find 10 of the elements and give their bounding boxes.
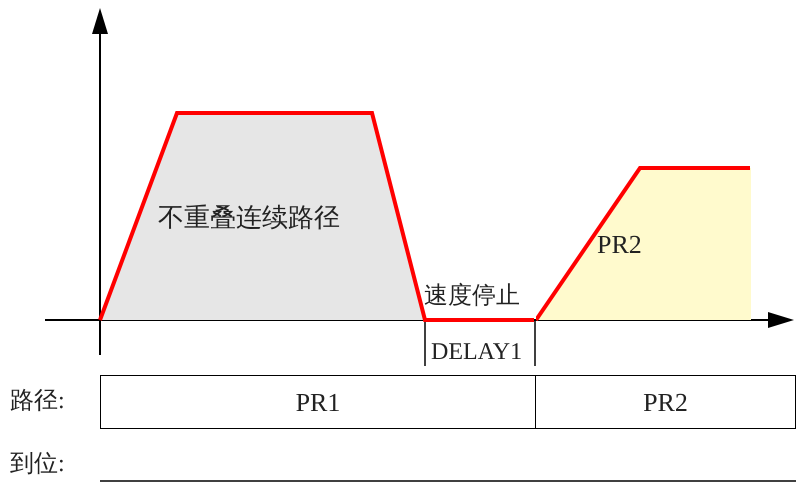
segment-box <box>535 375 796 429</box>
area-label: PR2 <box>597 232 642 258</box>
area-label: 不重叠连续路径 <box>158 205 340 231</box>
row-label: 到位: <box>10 452 65 476</box>
delay-label: DELAY1 <box>431 340 522 364</box>
row-label: 路径: <box>10 389 65 413</box>
segment-label: PR2 <box>642 390 689 416</box>
annotation-text: 速度停止 <box>424 284 520 308</box>
segment-label: PR1 <box>294 390 342 416</box>
segment-box <box>100 375 536 429</box>
